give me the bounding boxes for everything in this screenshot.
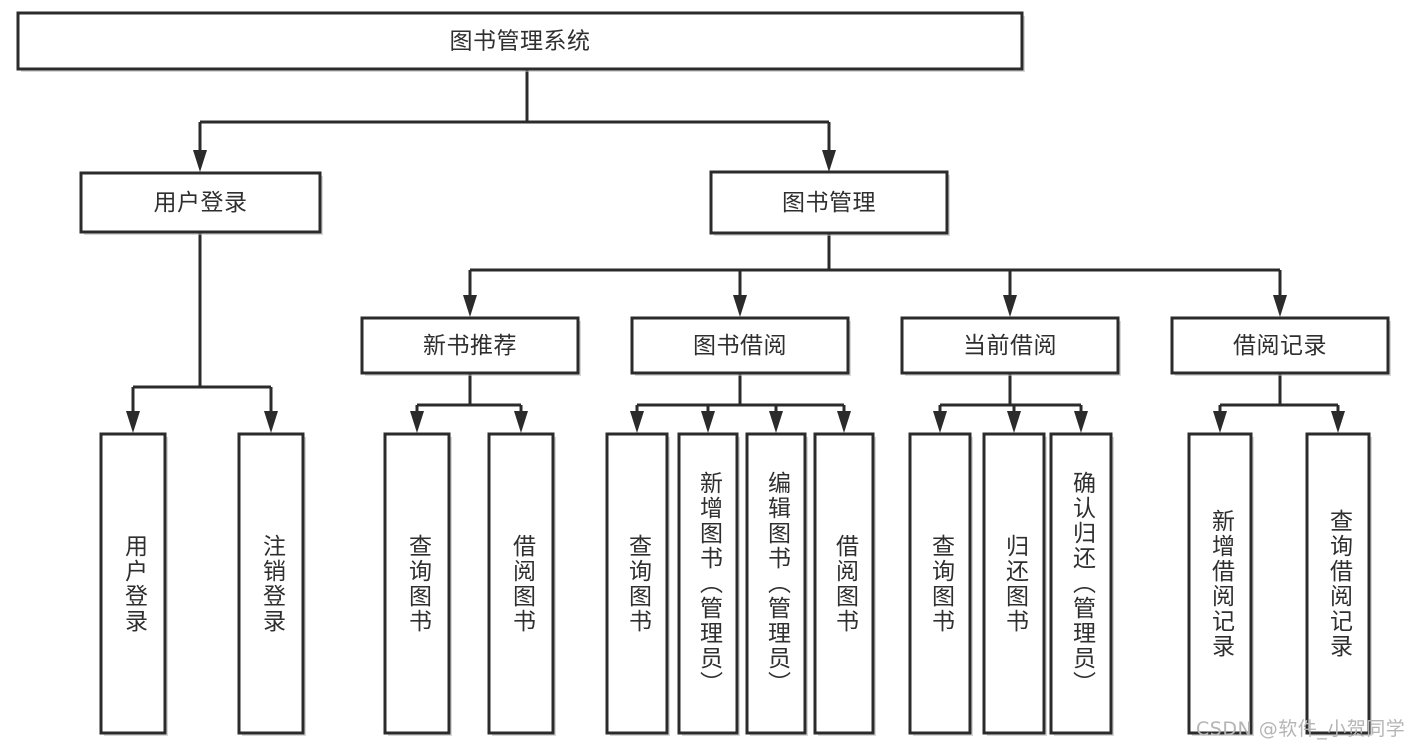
connector-group-borrow-record-to-leaves xyxy=(1213,373,1345,433)
node-box-rect[interactable] xyxy=(237,432,305,735)
arrow-head-icon xyxy=(769,411,783,433)
node-box-rect[interactable] xyxy=(360,316,580,375)
node-box-rect[interactable] xyxy=(487,432,555,735)
node-box-rect[interactable] xyxy=(79,171,322,234)
node-box-leaf-query-record[interactable] xyxy=(1305,432,1372,736)
node-box-new-book-recommend[interactable] xyxy=(360,316,581,376)
node-box-borrow-record[interactable] xyxy=(1170,316,1391,376)
node-box-user-login[interactable] xyxy=(79,171,323,235)
node-box-leaf-query-book-1[interactable] xyxy=(383,432,452,736)
node-box-leaf-confirm-return[interactable] xyxy=(1049,432,1114,736)
node-box-rect[interactable] xyxy=(1305,432,1371,735)
arrow-head-icon xyxy=(630,411,644,433)
node-box-rect[interactable] xyxy=(383,432,451,735)
node-box-rect[interactable] xyxy=(709,170,949,235)
node-box-leaf-edit-book[interactable] xyxy=(745,432,808,736)
node-label-borrow-record: 借阅记录 xyxy=(1233,333,1327,359)
node-box-rect[interactable] xyxy=(630,316,850,375)
node-box-rect[interactable] xyxy=(16,11,1024,71)
node-box-book-borrow[interactable] xyxy=(630,316,851,376)
node-box-leaf-borrow-book-2[interactable] xyxy=(813,432,876,736)
node-box-rect[interactable] xyxy=(605,432,669,735)
node-label-current-borrow: 当前借阅 xyxy=(963,333,1057,359)
node-box-leaf-add-book[interactable] xyxy=(677,432,740,736)
arrow-head-icon xyxy=(126,411,140,433)
connector-group-book-borrow-to-leaves xyxy=(630,373,851,433)
node-box-leaf-return-book[interactable] xyxy=(982,432,1047,736)
node-box-rect[interactable] xyxy=(982,432,1046,735)
node-box-rect[interactable] xyxy=(1049,432,1113,735)
arrow-head-icon xyxy=(1007,411,1021,433)
arrow-head-icon xyxy=(264,411,278,433)
arrow-head-icon xyxy=(933,411,947,433)
arrow-head-icon xyxy=(1074,411,1088,433)
csdn-watermark: CSDN @软件_小贺同学 xyxy=(1196,718,1405,740)
arrow-head-icon xyxy=(463,295,477,317)
arrow-head-icon xyxy=(1273,295,1287,317)
node-label-user-login: 用户登录 xyxy=(154,190,248,216)
connector-group-current-borrow-to-leaves xyxy=(933,373,1088,433)
node-label-book-borrow: 图书借阅 xyxy=(693,333,787,359)
arrow-head-icon xyxy=(733,295,747,317)
node-box-leaf-query-book-3[interactable] xyxy=(908,432,973,736)
connector-group-new-book-to-leaves xyxy=(410,373,528,433)
node-label-book-manage: 图书管理 xyxy=(782,190,876,216)
node-box-leaf-borrow-book-1[interactable] xyxy=(487,432,556,736)
connector-layer xyxy=(126,69,1345,433)
arrow-head-icon xyxy=(514,411,528,433)
node-label-new-book-recommend: 新书推荐 xyxy=(423,333,517,359)
node-box-rect[interactable] xyxy=(99,432,167,735)
arrow-head-icon xyxy=(193,150,207,172)
node-box-leaf-add-record[interactable] xyxy=(1187,432,1254,736)
node-box-rect[interactable] xyxy=(900,316,1120,375)
arrow-head-icon xyxy=(1331,411,1345,433)
node-box-rect[interactable] xyxy=(813,432,875,735)
node-box-leaf-query-book-2[interactable] xyxy=(605,432,670,736)
node-box-rect[interactable] xyxy=(677,432,739,735)
arrow-head-icon xyxy=(701,411,715,433)
node-box-layer xyxy=(16,11,1391,736)
node-box-root[interactable] xyxy=(16,11,1025,72)
node-box-rect[interactable] xyxy=(745,432,807,735)
node-box-rect[interactable] xyxy=(1170,316,1390,375)
node-box-current-borrow[interactable] xyxy=(900,316,1121,376)
arrow-head-icon xyxy=(1003,295,1017,317)
node-box-rect[interactable] xyxy=(1187,432,1253,735)
node-box-leaf-logout[interactable] xyxy=(237,432,306,736)
node-box-leaf-user-login[interactable] xyxy=(99,432,168,736)
node-box-book-manage[interactable] xyxy=(709,170,950,236)
connector-group-root-to-level1 xyxy=(193,69,836,172)
node-label-root: 图书管理系统 xyxy=(450,29,591,55)
connector-group-user-login-to-leaves xyxy=(126,232,278,433)
node-box-rect[interactable] xyxy=(908,432,972,735)
connector-group-book-manage-to-level2 xyxy=(463,233,1287,317)
arrow-head-icon xyxy=(410,411,424,433)
arrow-head-icon xyxy=(822,150,836,172)
arrow-head-icon xyxy=(837,411,851,433)
arrow-head-icon xyxy=(1213,411,1227,433)
